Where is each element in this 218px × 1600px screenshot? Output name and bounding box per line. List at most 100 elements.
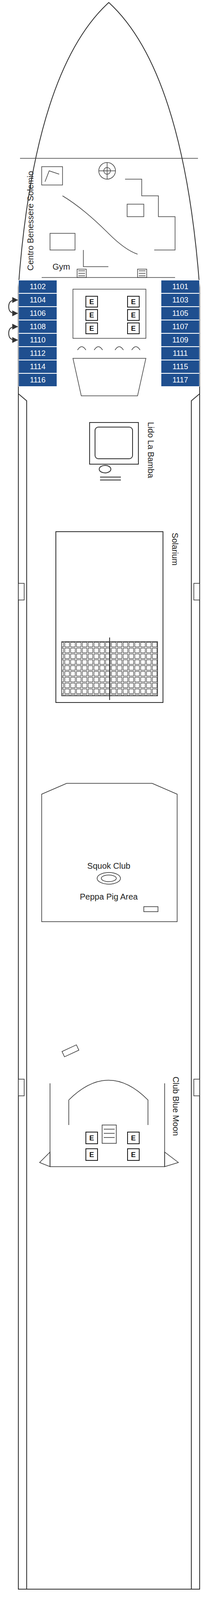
cabin-box: 1116 [18, 373, 58, 387]
elevator-box: E [85, 295, 98, 308]
elevator-box: E [127, 1148, 140, 1162]
lido-pool [99, 465, 111, 474]
cabin-number: 1103 [172, 296, 189, 304]
spa-area [20, 157, 198, 159]
cabin-box: 1114 [18, 360, 58, 374]
elevator-letter: E [89, 325, 94, 333]
elevator-letter: E [130, 1135, 136, 1143]
pool-label: Lido La Bamba [146, 422, 156, 479]
side-door [18, 583, 200, 1097]
connecting-cabin-arrow [8, 326, 18, 341]
spa-area [127, 204, 144, 217]
club-label: Squok Club [87, 861, 131, 871]
lift-lobby [72, 289, 146, 396]
elevator-letter: E [130, 1151, 136, 1159]
cabin-number: 1104 [29, 296, 46, 304]
spa-area [45, 170, 60, 182]
solarium-area [109, 637, 111, 701]
kids-club-area [101, 875, 117, 883]
side-door [193, 583, 200, 601]
solarium-area [55, 531, 163, 703]
cabin-box: 1103 [160, 293, 200, 307]
lido-pool [89, 422, 139, 481]
ship-hull [18, 393, 27, 1590]
lido-pool [89, 422, 139, 465]
cabin-box: 1104 [18, 293, 58, 307]
elevator-letter: E [130, 325, 136, 333]
cabin-number: 1115 [172, 363, 188, 371]
lounge-label: Club Blue Moon [171, 1077, 181, 1137]
elevator-box: E [85, 309, 98, 321]
lounge-area [62, 1045, 79, 1058]
elevator-box: E [85, 322, 98, 335]
cabin-number: 1102 [29, 283, 46, 291]
kids-club-area [41, 783, 178, 923]
spa-area [20, 158, 198, 278]
spa-area [50, 233, 76, 251]
cabin-box: 1108 [18, 320, 58, 334]
elevator-box: E [127, 322, 140, 335]
spa-area [41, 166, 63, 186]
cabin-number: 1114 [30, 363, 46, 371]
spa-area [41, 277, 176, 279]
cabin-number: 1117 [172, 376, 188, 384]
elevator-box: E [127, 309, 140, 321]
elevator-box: E [127, 295, 140, 308]
cabin-box: 1115 [160, 360, 200, 374]
cabin-box: 1101 [160, 280, 200, 294]
cabin-number: 1109 [172, 336, 189, 344]
elevator-letter: E [89, 311, 94, 319]
cabin-number: 1110 [30, 336, 46, 344]
lido-pool [95, 427, 133, 459]
solarium-area [55, 531, 163, 703]
spa-area [125, 179, 176, 251]
cabin-box: 1110 [18, 333, 58, 347]
cabin-number: 1107 [172, 323, 189, 331]
cabin-number: 1112 [30, 349, 46, 358]
lounge-area [50, 1083, 165, 1168]
cabin-number: 1116 [30, 376, 46, 384]
elevator-box: E [85, 1132, 98, 1145]
spa-label: Centro Benessere Solemio [25, 170, 36, 271]
spa-area [78, 270, 146, 276]
spa-area [98, 162, 116, 180]
cabin-box: 1112 [18, 346, 58, 361]
ship-hull [18, 2, 200, 1590]
lounge-area [102, 1125, 117, 1144]
ship-hull [18, 2, 200, 1590]
elevator-letter: E [89, 298, 94, 306]
spa-area [62, 195, 138, 255]
lounge-area [68, 1080, 148, 1126]
cabin-number: 1105 [172, 309, 189, 318]
cabin-box: 1105 [160, 306, 200, 321]
ship-hull [191, 393, 200, 1590]
cabin-box: 1107 [160, 320, 200, 334]
lounge-area [39, 1045, 179, 1168]
spa-area [83, 250, 109, 267]
connecting-cabin-arrow [8, 300, 18, 314]
cabin-box: 1106 [18, 306, 58, 321]
lido-pool [100, 477, 121, 481]
side-door [193, 1079, 200, 1097]
side-door [18, 1079, 25, 1097]
cabin-box: 1109 [160, 333, 200, 347]
cabin-number: 1108 [29, 323, 46, 331]
cabin-box: 1111 [160, 346, 200, 361]
cabin-box: 1102 [18, 280, 58, 294]
spa-area [98, 162, 116, 180]
lounge-area [103, 1129, 115, 1138]
elevator-letter: E [130, 298, 136, 306]
side-door [18, 583, 25, 601]
cabin-number: 1106 [29, 309, 46, 318]
elevator-box: E [127, 1132, 140, 1145]
kids-club-area [41, 783, 178, 923]
cabin-number: 1111 [172, 349, 188, 358]
elevator-letter: E [89, 1151, 94, 1159]
lift-lobby [72, 289, 146, 339]
elevator-box: E [85, 1148, 98, 1162]
area-label: Solarium [170, 533, 180, 567]
cabin-number: 1101 [172, 283, 189, 291]
elevator-letter: E [89, 1135, 94, 1143]
kids-club-area [97, 872, 121, 885]
area-label: Peppa Pig Area [80, 892, 138, 902]
